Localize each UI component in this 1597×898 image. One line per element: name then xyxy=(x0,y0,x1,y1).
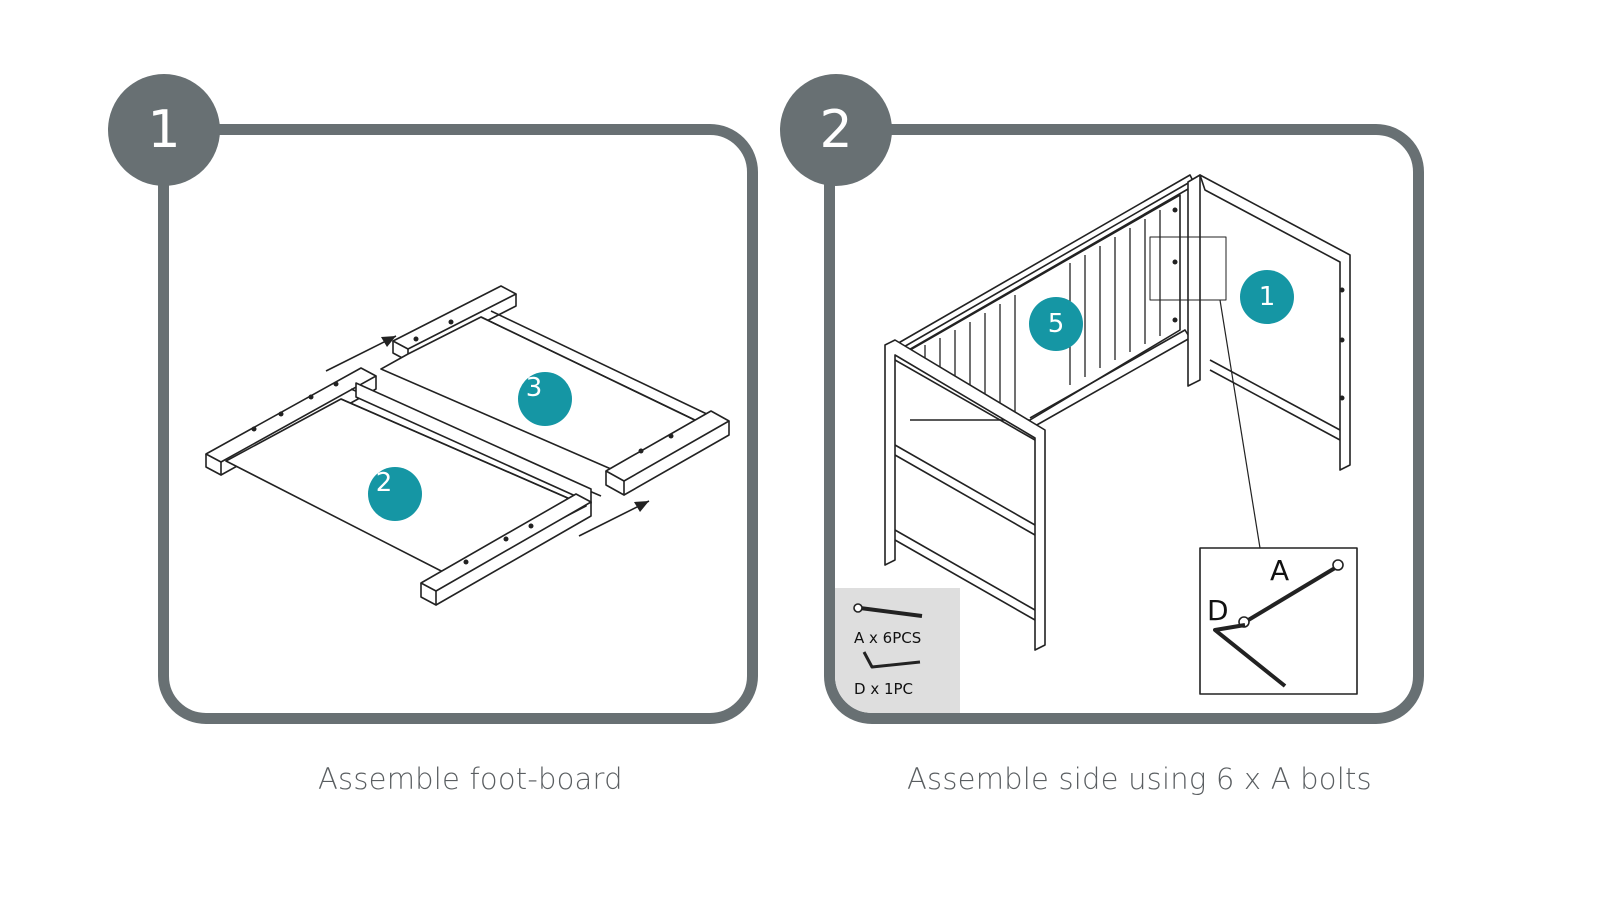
step-number-badge-1: 1 xyxy=(108,74,220,186)
part-marker-5-label: 5 xyxy=(1047,309,1065,339)
part-marker-3 xyxy=(518,372,572,426)
part-marker-1-label: 1 xyxy=(1258,282,1276,312)
step-1-panel xyxy=(158,124,758,724)
part-marker-5 xyxy=(1029,297,1083,351)
step-2-panel xyxy=(824,124,1424,724)
parts-box-key-qty: D x 1PC xyxy=(854,680,914,698)
step-1-caption: Assemble foot-board xyxy=(318,762,623,796)
part-marker-1 xyxy=(1240,270,1294,324)
hex-key-icon xyxy=(862,651,921,669)
crib-side-illustration xyxy=(835,174,1358,713)
parts-box-bolt-qty: A x 6PCS xyxy=(854,629,922,647)
detail-label-key: D xyxy=(1207,594,1229,627)
part-marker-2-label: 2 xyxy=(375,468,393,498)
detail-label-bolt: A xyxy=(1270,554,1290,587)
step-2-caption: Assemble side using 6 x A bolts xyxy=(907,762,1372,796)
step-number-badge-2: 2 xyxy=(780,74,892,186)
arrow-icon xyxy=(634,501,649,512)
part-marker-3-label: 3 xyxy=(525,373,543,403)
arrow-icon xyxy=(381,336,396,347)
part-marker-2 xyxy=(368,467,422,521)
bolt-icon xyxy=(859,606,923,618)
footboard-illustration xyxy=(205,285,730,606)
